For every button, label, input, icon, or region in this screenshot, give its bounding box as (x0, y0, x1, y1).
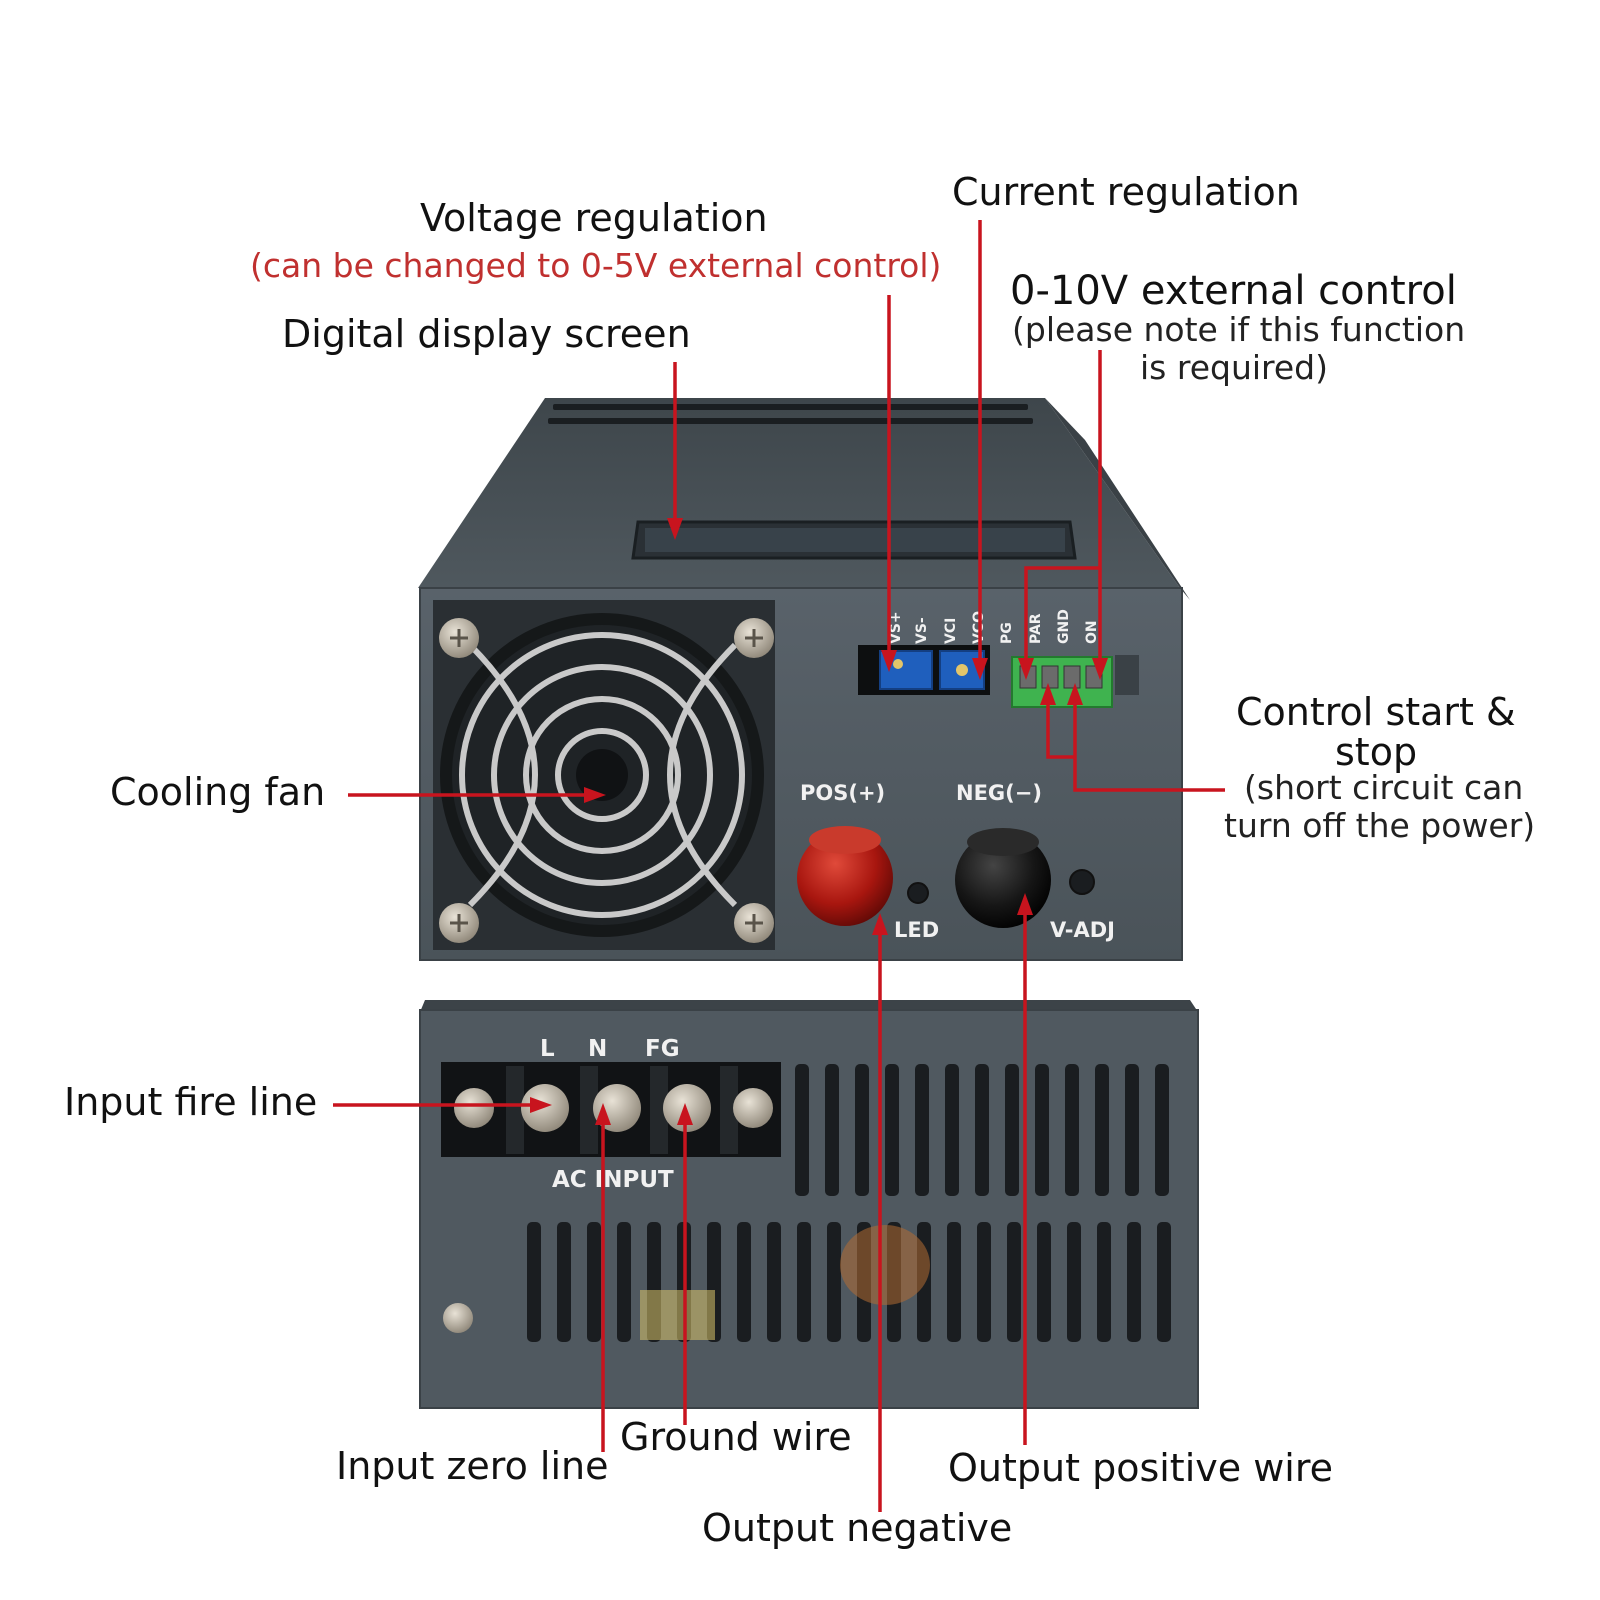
upper-unit: VS+ VS- VCI VCO PG PAR GND ON POS(+) NEG… (418, 398, 1190, 961)
pin-pg: PG (999, 622, 1015, 644)
label-control-start-note-1: (short circuit can (1244, 768, 1524, 807)
callout-start-stop (1073, 695, 1225, 792)
positive-terminal[interactable] (797, 830, 893, 926)
pin-labels: VS+ VS- VCI VCO PG PAR GND ON (888, 609, 1100, 644)
label-input-zero-line: Input zero line (336, 1444, 609, 1488)
neg-label: NEG(−) (956, 781, 1042, 805)
ac-input-label: AC INPUT (552, 1167, 674, 1193)
vadj-knob[interactable] (1069, 869, 1095, 895)
upper-side-panel (1045, 398, 1190, 600)
vadj-label: V-ADJ (1050, 918, 1115, 942)
pin-vs-plus: VS+ (888, 611, 904, 644)
label-digital-display: Digital display screen (282, 312, 691, 356)
label-output-negative: Output negative (702, 1506, 1013, 1550)
rear-screw (443, 1303, 473, 1333)
label-ground-wire: Ground wire (620, 1415, 852, 1459)
label-output-positive: Output positive wire (948, 1446, 1334, 1490)
label-voltage-regulation: Voltage regulation (420, 196, 768, 240)
pos-label: POS(+) (800, 781, 885, 805)
label-voltage-note: (can be changed to 0-5V external control… (250, 246, 942, 285)
callout-lines (333, 220, 1225, 1512)
pin-on: ON (1084, 620, 1100, 644)
lower-unit: L N FG AC INPUT (419, 1000, 1199, 1409)
label-control-start-1: Control start & (1236, 690, 1516, 734)
callout-arrows (530, 518, 1108, 1125)
label-control-start-2: stop (1335, 730, 1418, 774)
led-label: LED (894, 918, 939, 942)
label-cooling-fan: Cooling fan (110, 770, 326, 814)
ac-terminal-block (441, 1062, 781, 1157)
label-input-fire-line: Input fire line (64, 1080, 318, 1124)
top-vents (548, 404, 1033, 424)
terminal-fg-label: FG (645, 1036, 680, 1062)
label-ext-control-note-2: is required) (1140, 348, 1328, 387)
cooling-fan (433, 600, 775, 950)
pin-par: PAR (1028, 613, 1044, 644)
internal-components (640, 1225, 930, 1340)
label-ext-control-note-1: (please note if this function (1012, 310, 1466, 349)
fan-screws (439, 618, 774, 943)
led-indicator (907, 882, 929, 904)
pin-vs-minus: VS- (914, 617, 930, 644)
callout-ext-control (1024, 350, 1102, 668)
terminal-l-label: L (540, 1036, 555, 1062)
label-current-regulation: Current regulation (952, 170, 1300, 214)
rear-vents-upper (795, 1064, 1169, 1196)
pin-vci: VCI (943, 618, 959, 644)
terminal-n-label: N (588, 1036, 607, 1062)
display-glass (645, 528, 1065, 552)
label-control-start-note-2: turn off the power) (1224, 806, 1536, 845)
label-ext-control: 0-10V external control (1010, 268, 1457, 314)
pin-gnd: GND (1056, 609, 1072, 644)
